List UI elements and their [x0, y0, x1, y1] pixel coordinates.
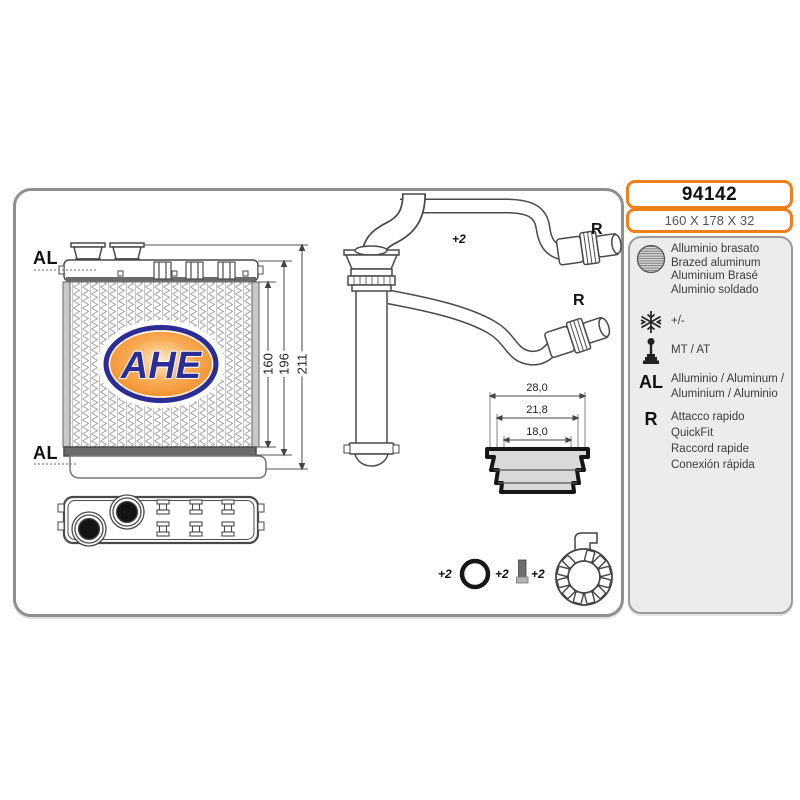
legend-line: QuickFit: [671, 427, 714, 439]
snowflake-icon: [635, 309, 667, 335]
oring-qty-label: +2: [438, 567, 452, 581]
r-symbol: R: [644, 409, 658, 429]
legend-sidebar: Alluminio brasato Brazed aluminum Alumin…: [628, 236, 793, 614]
legend-line: Alluminio / Aluminum /: [671, 373, 785, 385]
legend-item-transmission: MT / AT: [635, 337, 710, 365]
r-label-bottom: R: [573, 292, 585, 309]
gear-shift-icon: [635, 337, 667, 365]
clamp-qty-label: +2: [531, 567, 545, 581]
brazed-aluminum-icon: [635, 243, 667, 297]
adapter-dim-outer: 28,0: [526, 382, 548, 394]
legend-line: Aluminium / Aluminio: [671, 388, 778, 400]
dim-label-tank: 196: [276, 351, 292, 377]
adapter-dim-middle: 21,8: [526, 404, 548, 416]
al-label-bottom: AL: [33, 443, 58, 463]
legend-item-aluminum: AL Alluminio / Aluminum / Aluminium / Al…: [635, 372, 784, 402]
legend-line: Raccord rapide: [671, 443, 749, 455]
legend-line: Aluminium Brasé: [671, 270, 758, 282]
legend-item-brazed-aluminum: Alluminio brasato Brazed aluminum Alumin…: [635, 243, 760, 297]
screw-qty-label: +2: [495, 567, 509, 581]
legend-item-climate: +/-: [635, 309, 685, 335]
dim-label-core: 160: [260, 351, 276, 377]
legend-line: +/-: [671, 315, 685, 328]
al-label-top: AL: [33, 248, 58, 268]
part-number-box: 94142: [626, 180, 793, 209]
adapter-dim-inner: 18,0: [526, 426, 548, 438]
r-label-top: R: [591, 221, 603, 238]
legend-line: Alluminio brasato: [671, 243, 760, 255]
drawing-panel: [13, 188, 624, 617]
part-size: 160 X 178 X 32: [664, 213, 755, 228]
legend-line: Aluminio soldado: [671, 283, 759, 296]
al-symbol: AL: [639, 372, 663, 392]
part-size-box: 160 X 178 X 32: [626, 208, 793, 233]
legend-line: Brazed aluminum: [671, 256, 761, 269]
dim-label-overall: 211: [294, 351, 310, 377]
legend-line: Conexión rápida: [671, 459, 755, 471]
part-number: 94142: [681, 183, 738, 205]
legend-line: Attacco rapido: [671, 411, 745, 423]
legend-item-quickfit: R Attacco rapido QuickFit Raccord rapide…: [635, 409, 755, 473]
pipes-qty-label: +2: [452, 232, 466, 246]
legend-line: MT / AT: [671, 344, 711, 357]
